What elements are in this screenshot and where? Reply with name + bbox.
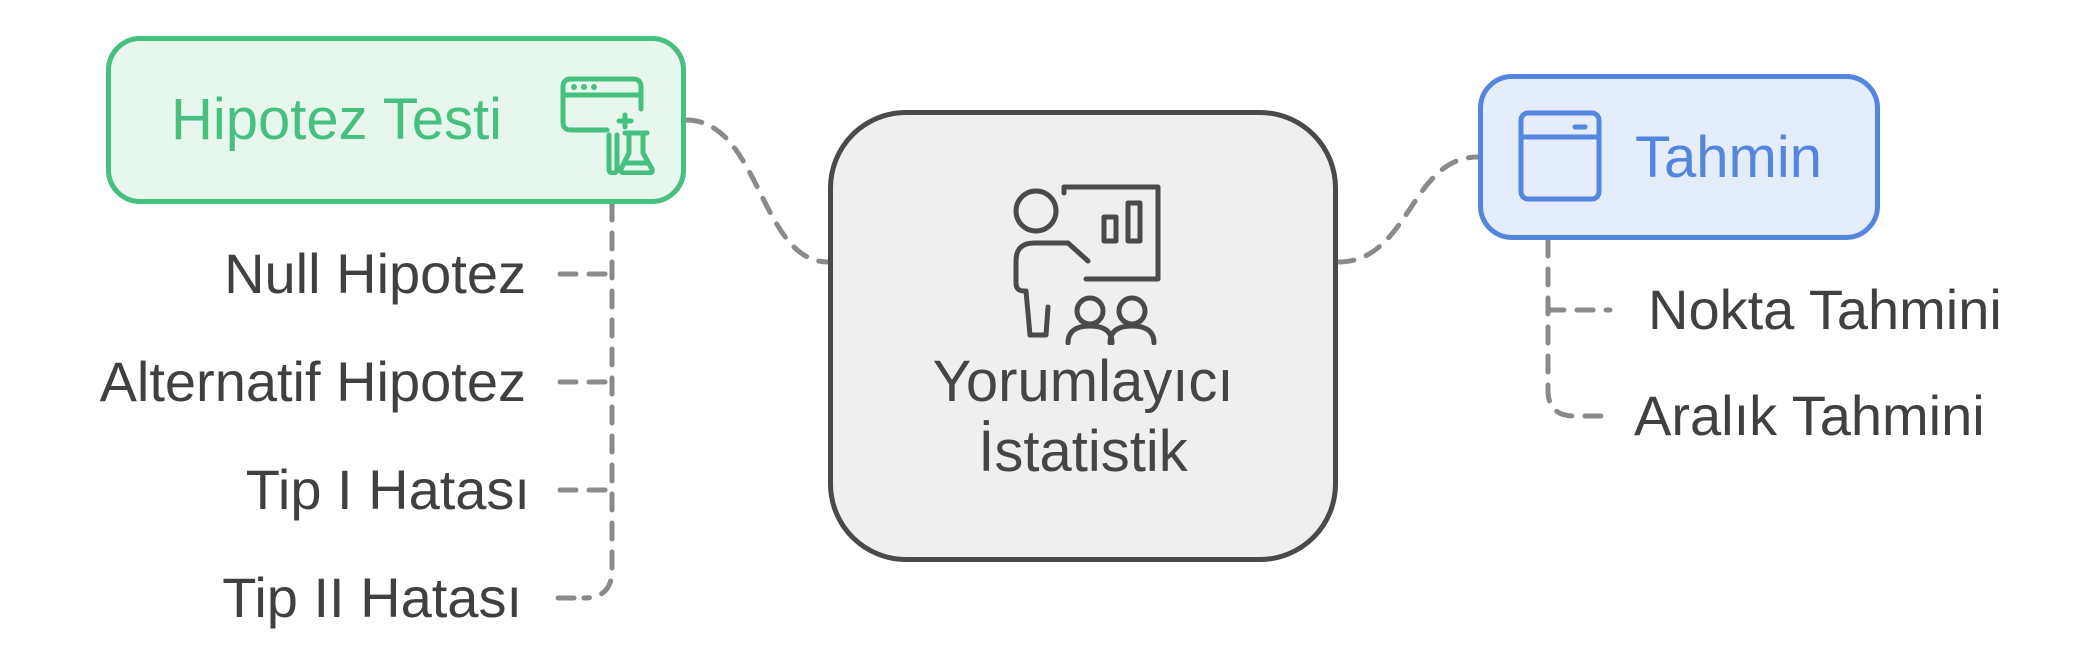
hypothesis-test-title: Hipotez Testi <box>171 87 502 152</box>
inferential-statistics-line1: Yorumlayıcı <box>932 349 1234 414</box>
alternative-hypothesis-label: Alternatif Hipotez <box>99 350 526 413</box>
inferential-statistics-label: Yorumlayıcı İstatistik <box>833 347 1333 487</box>
type-one-error-label: Tip I Hatası <box>245 458 530 521</box>
connector-hypothesis-center <box>683 117 831 265</box>
inferential-statistics-line2: İstatistik <box>978 419 1188 484</box>
prediction-title: Tahmin <box>1635 125 1822 190</box>
connector-prediction-trunk <box>1545 237 1613 419</box>
prediction-node[interactable]: Tahmin <box>1478 74 1880 240</box>
connector-center-prediction <box>1335 154 1481 265</box>
connector-hypothesis-trunk <box>581 201 615 601</box>
cabinet-icon <box>1518 110 1602 202</box>
browser-lab-icon <box>560 76 655 175</box>
inferential-statistics-node[interactable]: Yorumlayıcı İstatistik <box>828 110 1338 562</box>
interval-estimate-label: Aralık Tahmini <box>1634 384 1985 447</box>
hypothesis-test-node[interactable]: Hipotez Testi <box>106 36 686 204</box>
point-estimate-label: Nokta Tahmini <box>1648 278 2002 341</box>
null-hypothesis-label: Null Hipotez <box>224 242 526 305</box>
type-two-error-label: Tip II Hatası <box>222 566 522 629</box>
presentation-audience-icon <box>1013 184 1161 345</box>
